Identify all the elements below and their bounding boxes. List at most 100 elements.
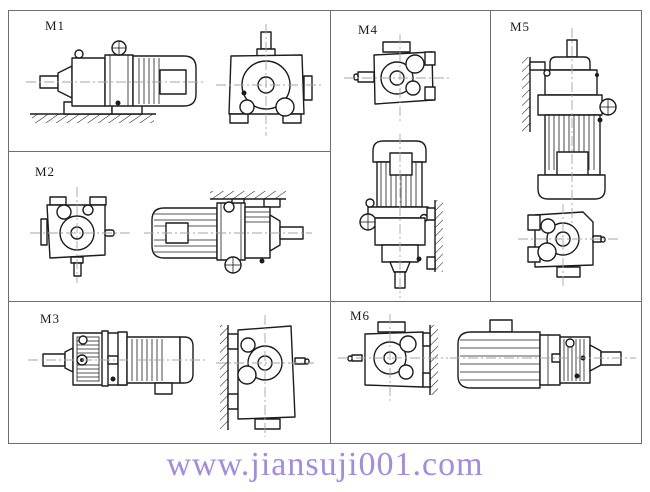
m2-end-view: [40, 196, 115, 277]
m1-centerlines: [26, 24, 322, 136]
wall-hatch: [220, 325, 228, 430]
vertical-divider-main: [330, 10, 331, 444]
adapter-flange: [367, 206, 429, 219]
m6-centerlines: [338, 314, 636, 402]
oil-plug: [398, 364, 414, 380]
m3-end-view: [220, 325, 310, 430]
ceiling-hatch: [210, 191, 286, 199]
panel-m3: M3: [8, 301, 330, 444]
m3-drawing: [28, 315, 314, 437]
drain-plug: [574, 373, 580, 379]
foot: [424, 51, 436, 66]
wall-hatch: [430, 325, 438, 395]
wall-hatch: [435, 200, 443, 272]
m5-centerlines: [518, 28, 618, 289]
m6-end-view: [347, 321, 438, 395]
eyebolt: [565, 338, 575, 348]
oil-plug: [399, 335, 417, 353]
eyebolt: [365, 198, 375, 208]
oil-plug: [239, 99, 255, 115]
m4-end-view: [353, 41, 436, 105]
oil-plug: [82, 204, 94, 216]
motor-foot: [154, 382, 173, 395]
terminal-box: [556, 151, 589, 176]
foot: [424, 86, 436, 101]
foot: [422, 372, 431, 388]
foot-left: [49, 196, 67, 206]
eyebolt: [223, 201, 235, 213]
m1-drawing: [26, 24, 322, 136]
horizontal-divider-m1-m2: [8, 151, 330, 152]
foot: [426, 256, 436, 270]
m2-side-view: [151, 191, 304, 274]
gearbox-housing: [544, 69, 598, 96]
motor-foot: [489, 319, 513, 333]
foot-right: [282, 113, 302, 124]
flange-ring: [101, 330, 109, 387]
m5-end-view: [527, 211, 606, 278]
oil-plug: [405, 80, 421, 96]
gearbox-housing: [244, 206, 271, 259]
foot: [263, 198, 281, 208]
drain-plug: [110, 376, 116, 382]
terminal-box: [389, 152, 413, 176]
panel-m4-label: M4: [358, 22, 379, 37]
panel-m4: M4: [330, 10, 490, 301]
vent-shaft-down: [73, 262, 82, 277]
floor-hatch: [32, 114, 154, 123]
foot: [527, 214, 541, 231]
panel-m5: M5: [490, 10, 643, 301]
shaft-stub: [357, 71, 375, 83]
watermark-url: www.jiansuji001.com: [166, 446, 484, 483]
drain-plug: [259, 258, 265, 264]
foot-left: [229, 113, 249, 124]
panel-m6-label: M6: [350, 308, 371, 323]
adapter-flange: [104, 54, 134, 107]
oil-plug: [275, 97, 295, 117]
oil-plug: [237, 365, 257, 385]
m5-drawing: [518, 28, 618, 289]
panel-m1: M1: [8, 10, 330, 151]
foot: [426, 207, 436, 221]
m6-side-view: [457, 319, 622, 389]
sheet-outer-border: [8, 10, 642, 444]
m1-end-view: [228, 31, 313, 124]
m6-drawing: [338, 314, 636, 402]
adapter-flange: [537, 94, 603, 116]
vertical-divider-right: [490, 10, 491, 301]
oil-plug: [240, 337, 256, 353]
m1-side-view: [30, 40, 197, 123]
foot: [422, 332, 431, 347]
m4-drawing: [344, 34, 450, 298]
motor-body: [457, 331, 541, 389]
oil-plug: [537, 242, 557, 262]
eyebolt: [78, 335, 88, 345]
motor-end-cap: [372, 140, 427, 163]
foot: [227, 393, 239, 410]
panel-m6: M6: [330, 301, 643, 444]
drain-plug: [115, 100, 121, 106]
eyebolt: [74, 49, 84, 59]
oil-plug: [56, 204, 72, 220]
panel-m1-label: M1: [45, 18, 66, 33]
oil-plug: [405, 54, 425, 74]
panel-m5-label: M5: [510, 19, 531, 34]
foot-right: [89, 196, 107, 206]
drain-plug: [416, 256, 422, 262]
foot: [227, 333, 239, 350]
panel-m3-label: M3: [40, 311, 61, 326]
gearbox-dome: [549, 56, 591, 71]
motor-end-cap: [537, 174, 606, 200]
m2-drawing: [30, 187, 312, 283]
m5-side-view: [522, 39, 617, 200]
m2-centerlines: [30, 187, 312, 283]
output-shaft: [600, 351, 622, 366]
m4-centerlines: [344, 34, 450, 298]
oil-plug: [540, 218, 556, 234]
m3-centerlines: [28, 315, 314, 437]
horizontal-divider-bottom-row: [8, 301, 642, 302]
panel-m2-label: M2: [35, 164, 56, 179]
m4-side-view: [359, 140, 443, 289]
motor-flange: [117, 331, 128, 386]
